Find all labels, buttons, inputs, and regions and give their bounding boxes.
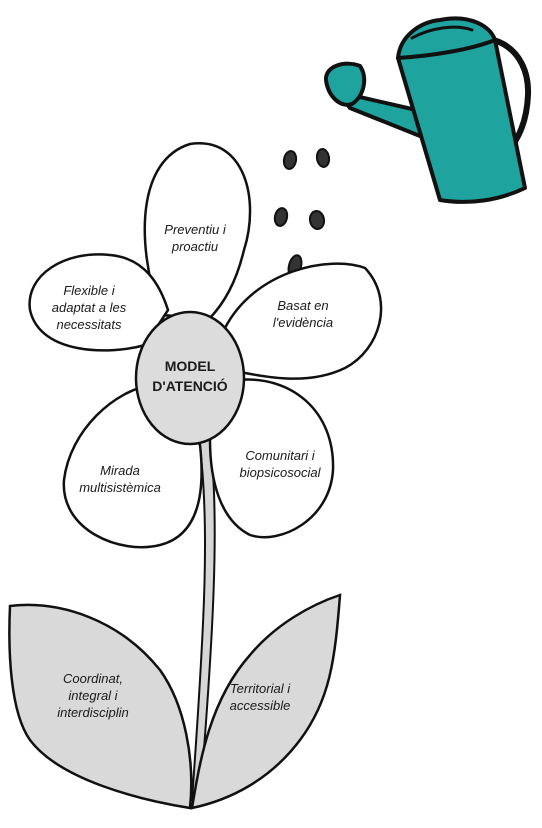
petal-label-upper-left: Flexible i adaptat a les necessitats	[51, 283, 127, 332]
leaf-label-left: Coordinat, integral i interdisciplin	[57, 671, 129, 720]
petal-label-lower-left: Mirada multisistèmica	[79, 463, 161, 495]
leaf-label-right: Territorial i accessible	[229, 681, 291, 713]
petal-upper-left	[28, 253, 170, 352]
petal-top	[143, 142, 252, 320]
center-label: MODEL D'ATENCIÓ	[152, 358, 228, 394]
petal-label-lower-right: Comunitari i biopsicosocial	[239, 448, 321, 480]
petals	[28, 142, 383, 549]
water-drop-icon	[273, 148, 331, 278]
petal-lower-right	[208, 378, 335, 539]
center-disc	[134, 310, 246, 446]
petal-label-upper-right: Basat en l'evidència	[272, 298, 334, 330]
petal-upper-right	[223, 262, 383, 380]
leaf-left	[8, 603, 193, 810]
watering-can-icon	[324, 16, 532, 204]
leaf-right	[190, 593, 342, 810]
petal-label-top: Preventiu i proactiu	[164, 222, 226, 254]
